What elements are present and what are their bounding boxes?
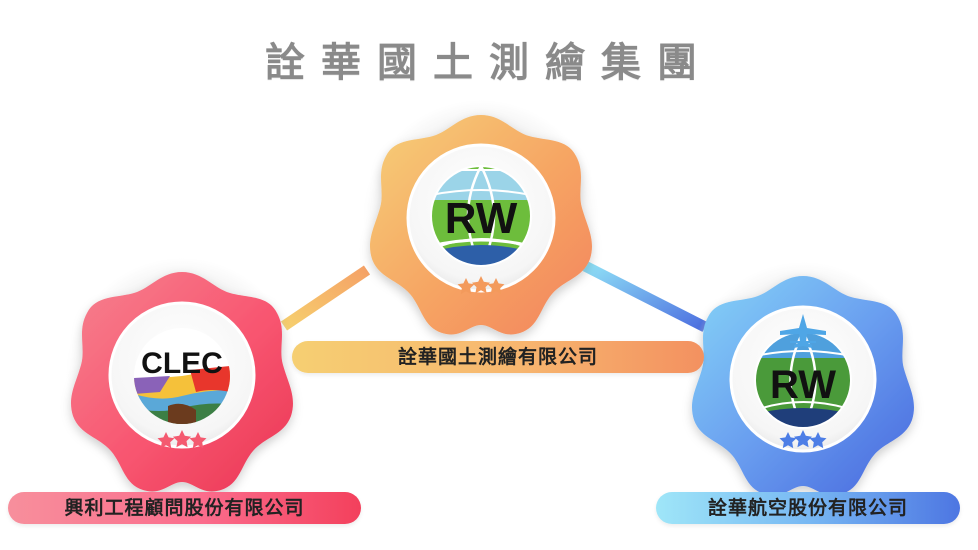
badge-right-logo-text: RW bbox=[770, 363, 836, 407]
star-icon bbox=[487, 278, 505, 295]
star-icon bbox=[189, 432, 207, 449]
globe-icon bbox=[754, 331, 852, 429]
badge-left-stars bbox=[157, 430, 207, 449]
star-icon bbox=[172, 430, 192, 448]
page-title: 詮華國土測繪集團 bbox=[265, 40, 713, 86]
star-icon bbox=[457, 278, 475, 295]
company-label-center: 詮華國土測繪有限公司 bbox=[292, 341, 704, 373]
star-icon bbox=[157, 432, 175, 449]
connector-center-left bbox=[280, 265, 371, 331]
badge-center-stars bbox=[457, 276, 505, 295]
badge-center-logo-text: RW bbox=[445, 194, 518, 243]
star-icon bbox=[809, 432, 827, 449]
star-icon bbox=[779, 432, 797, 449]
airplane-icon bbox=[780, 314, 826, 348]
company-label-left: 興利工程顧問股份有限公司 bbox=[8, 492, 361, 524]
star-icon bbox=[793, 430, 813, 448]
star-icon bbox=[471, 276, 491, 294]
connector-center-right bbox=[582, 261, 708, 332]
clec-logo bbox=[134, 328, 230, 424]
badge-right-stars bbox=[779, 430, 827, 449]
company-label-right: 詮華航空股份有限公司 bbox=[656, 492, 960, 524]
badge-right: RW bbox=[687, 262, 919, 496]
badge-center: RW bbox=[363, 100, 599, 336]
badge-left-logo-text: CLEC bbox=[141, 347, 223, 380]
badge-left: CLEC bbox=[66, 258, 298, 492]
